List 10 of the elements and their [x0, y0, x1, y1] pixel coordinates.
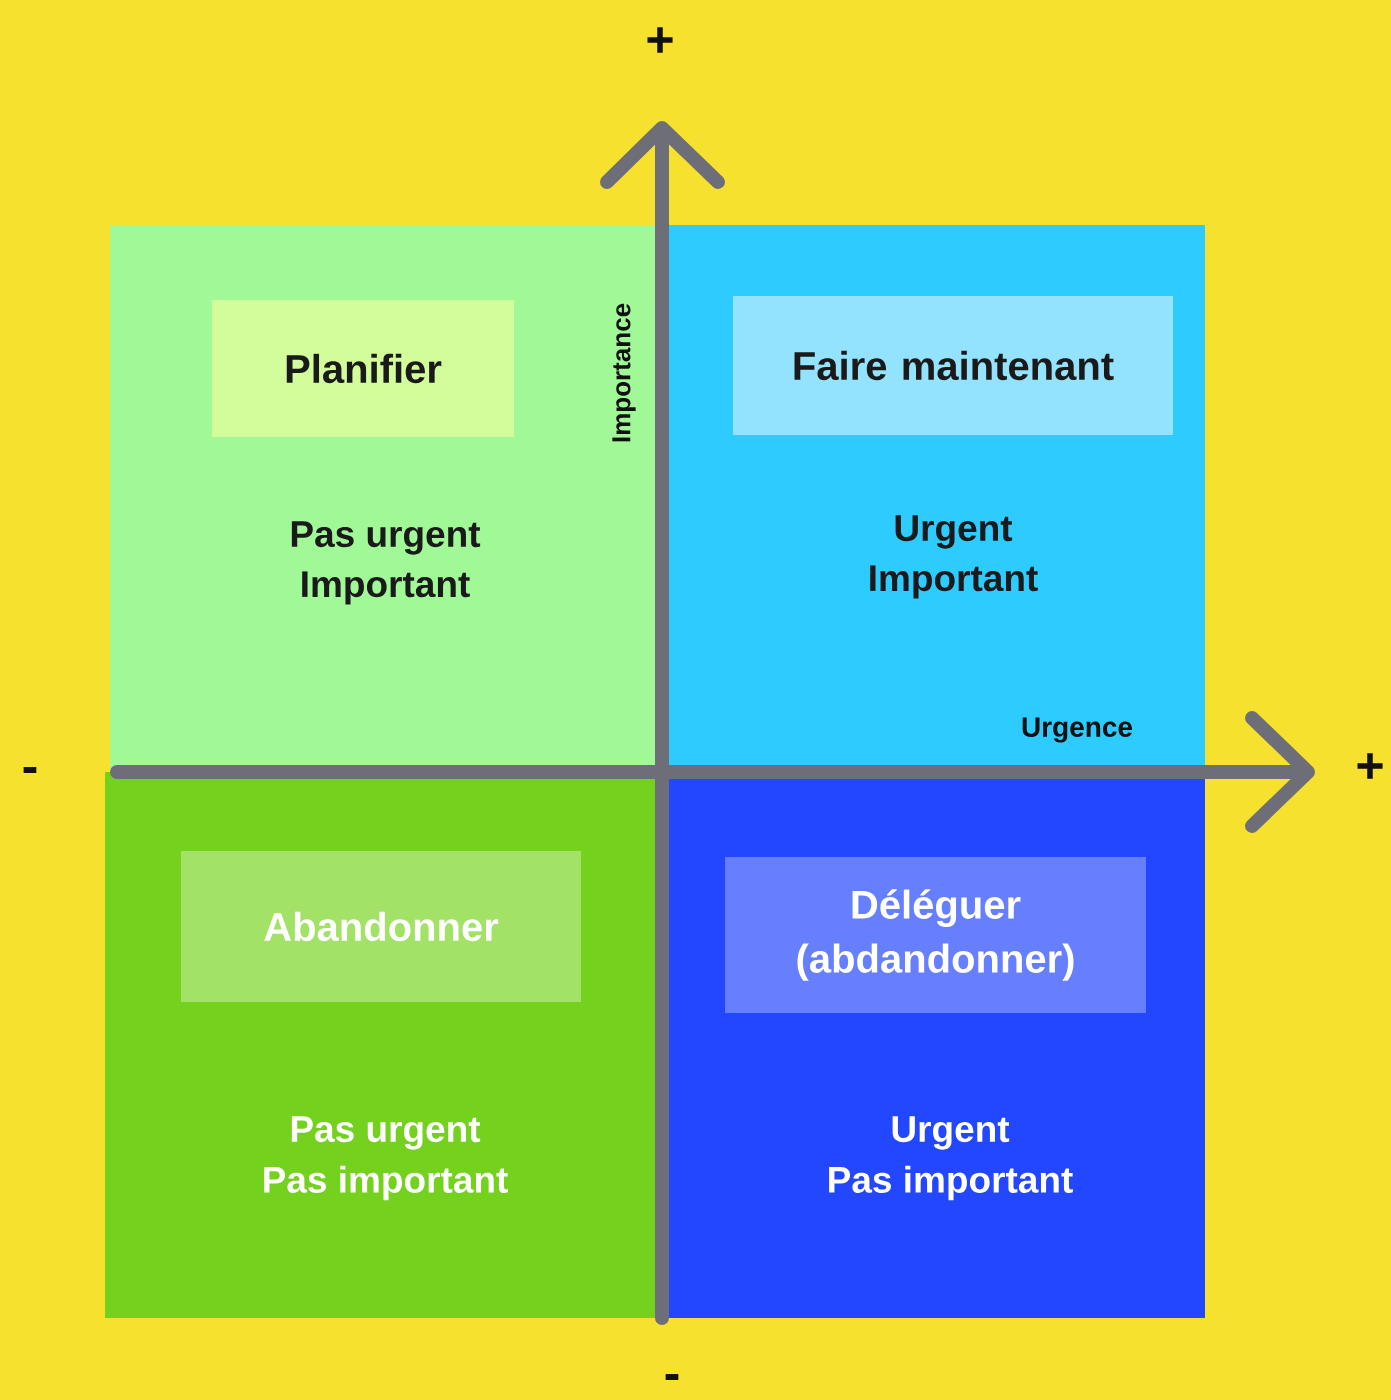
axis-label: Importance: [612, 303, 636, 442]
axis-end-sign: -: [665, 1374, 679, 1380]
quadrant-title-box: Faire maintenant: [733, 296, 1173, 435]
quadrant-title-box: Déléguer (abdandonner): [725, 857, 1146, 1013]
quadrant-title-box: Abandonner: [181, 851, 581, 1002]
quadrant-title-box: Planifier: [212, 300, 514, 437]
axis-end-sign: +: [1357, 753, 1383, 779]
axis-label: Urgence: [1022, 717, 1133, 743]
axis-end-sign: +: [647, 27, 673, 53]
axis-end-sign: -: [23, 767, 37, 773]
